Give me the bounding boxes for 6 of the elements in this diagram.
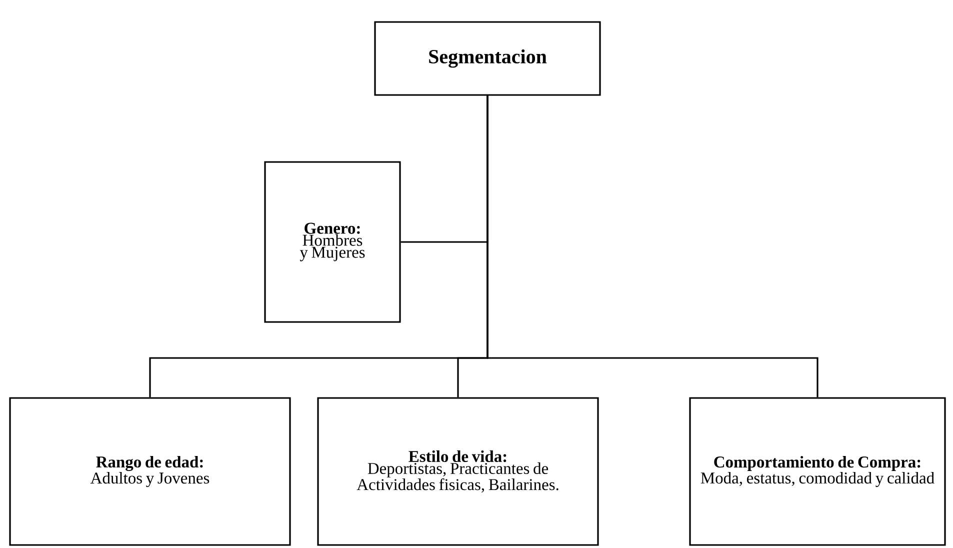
segment-box: Rango de edad: Adultos y Jovenes: [9, 397, 291, 546]
connector-line: [486, 96, 818, 398]
segment-box: Genero: Hombres y Mujeres: [264, 161, 401, 323]
title-box: Segmentacion: [374, 21, 601, 96]
segment-box: Estilo de vida: Deportistas, Practicantes de Actividades fisicas, Bailarines.: [317, 397, 599, 546]
segment-box: Comportamiento de Compra: Moda, estatus, comodidad y calidad: [689, 397, 946, 546]
